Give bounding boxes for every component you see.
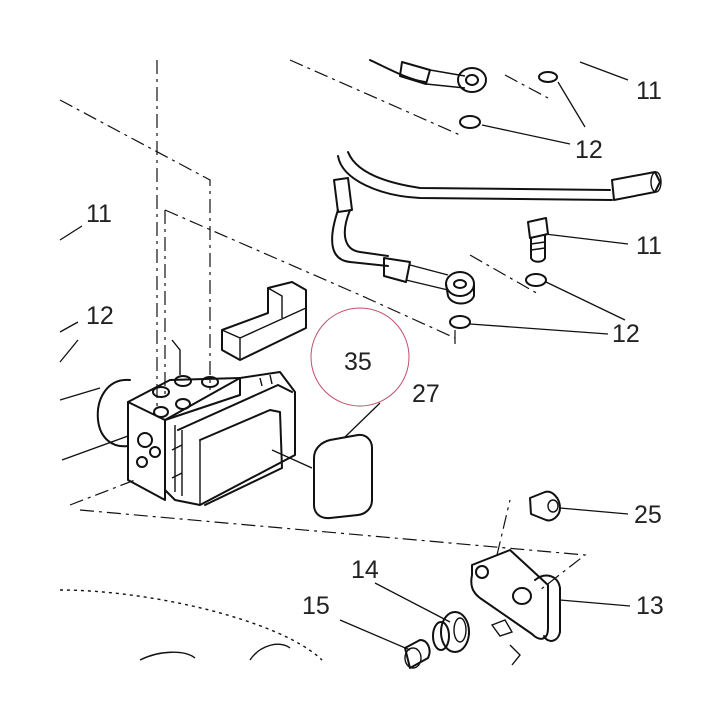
callout-27: 27 xyxy=(412,380,440,408)
callout-11-top-right: 11 xyxy=(636,77,662,105)
bracket-13-assembly xyxy=(404,490,629,669)
part-35-bracket xyxy=(221,281,307,361)
callout-11-left: 11 xyxy=(86,200,112,228)
callout-15: 15 xyxy=(302,592,330,620)
leader-lines xyxy=(59,61,631,651)
highlight-circle xyxy=(310,307,410,407)
callout-12-left: 12 xyxy=(86,302,114,330)
part-27-cap xyxy=(271,433,373,520)
callout-14: 14 xyxy=(351,556,379,584)
brake-hose-assembly xyxy=(331,59,662,329)
callout-25: 25 xyxy=(634,501,662,529)
callout-12-mid-right: 12 xyxy=(612,320,640,348)
callout-13: 13 xyxy=(636,592,664,620)
callout-12-top: 12 xyxy=(575,136,603,164)
callout-labels: 11 12 11 12 11 12 35 27 25 14 15 13 xyxy=(86,77,664,620)
abs-modulator-unit xyxy=(59,339,296,506)
callout-11-mid-right: 11 xyxy=(636,232,662,260)
background-outline xyxy=(59,589,323,661)
callout-35: 35 xyxy=(344,348,372,376)
